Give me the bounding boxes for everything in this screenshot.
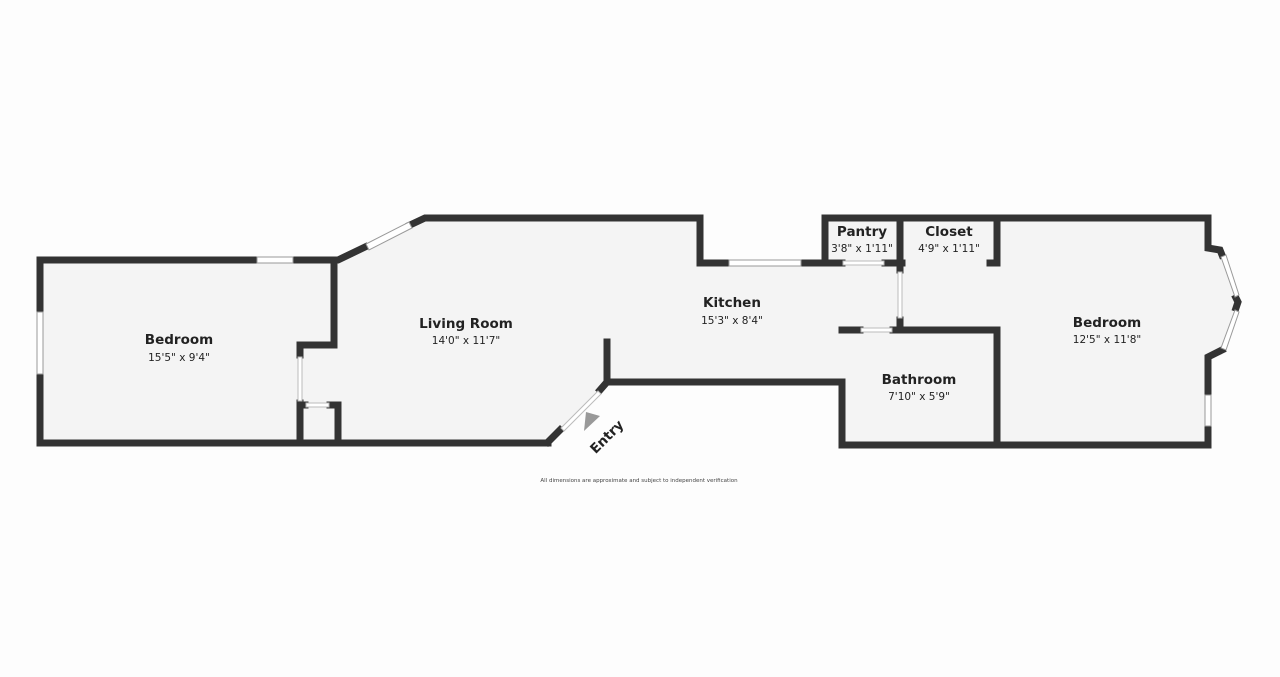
window xyxy=(1220,309,1240,351)
window xyxy=(728,259,802,267)
room-bedroom-right: Bedroom 12'5" x 11'8" xyxy=(1073,315,1141,346)
window xyxy=(365,221,413,251)
disclaimer: All dimensions are approximate and subje… xyxy=(540,478,738,484)
room-pantry: Pantry 3'8" x 1'11" xyxy=(831,224,893,255)
room-name: Closet xyxy=(925,224,973,240)
window xyxy=(1220,254,1240,298)
window xyxy=(1204,394,1212,427)
doorway xyxy=(305,402,330,408)
room-name: Pantry xyxy=(837,224,887,240)
doorway xyxy=(860,327,893,333)
room-dimensions: 7'10" x 5'9" xyxy=(888,391,950,403)
room-name: Kitchen xyxy=(703,295,761,311)
room-bathroom: Bathroom 7'10" x 5'9" xyxy=(882,372,957,403)
room-dimensions: 4'9" x 1'11" xyxy=(918,243,980,255)
room-dimensions: 12'5" x 11'8" xyxy=(1073,334,1141,346)
doorway xyxy=(842,260,885,266)
windows xyxy=(36,221,1240,427)
window xyxy=(36,311,44,375)
entry-label: Entry xyxy=(587,417,627,457)
walls xyxy=(36,214,1242,449)
room-name: Living Room xyxy=(419,316,513,332)
room-living-room: Living Room 14'0" x 11'7" xyxy=(419,316,513,347)
room-closet: Closet 4'9" x 1'11" xyxy=(918,224,980,255)
room-name: Bathroom xyxy=(882,372,957,388)
floor-area xyxy=(40,218,1238,445)
room-bedroom-left: Bedroom 15'5" x 9'4" xyxy=(145,332,213,364)
room-dimensions: 3'8" x 1'11" xyxy=(831,243,893,255)
room-kitchen: Kitchen 15'3" x 8'4" xyxy=(701,295,763,327)
doorway xyxy=(897,271,903,319)
window xyxy=(256,256,294,264)
entry-door xyxy=(560,390,602,432)
room-dimensions: 15'3" x 8'4" xyxy=(701,315,763,327)
entry-arrow-icon xyxy=(584,412,600,431)
room-name: Bedroom xyxy=(1073,315,1141,331)
doors xyxy=(297,260,903,432)
room-name: Bedroom xyxy=(145,332,213,348)
room-dimensions: 15'5" x 9'4" xyxy=(148,352,210,364)
doorway xyxy=(297,356,303,402)
room-dimensions: 14'0" x 11'7" xyxy=(432,335,500,347)
